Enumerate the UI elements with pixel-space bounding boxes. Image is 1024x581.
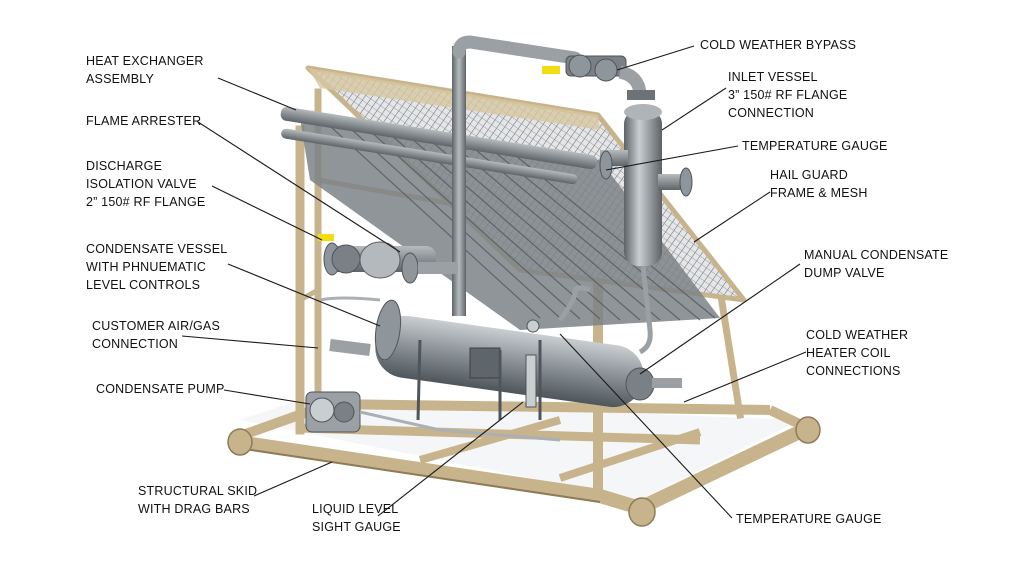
label-flame-arrester: FLAME ARRESTER bbox=[86, 114, 202, 128]
label-manual-dump-valve: MANUAL CONDENSATE DUMP VALVE bbox=[804, 248, 949, 280]
drag-bar bbox=[227, 416, 821, 527]
label-discharge-valve: DISCHARGE ISOLATION VALVE 2” 150# RF FLA… bbox=[86, 159, 206, 209]
label-cold-weather-bypass: COLD WEATHER BYPASS bbox=[700, 38, 857, 52]
label-hail-guard: HAIL GUARD FRAME & MESH bbox=[770, 168, 868, 200]
label-liquid-level: LIQUID LEVEL SIGHT GAUGE bbox=[312, 502, 401, 534]
label-heat-exchanger: HEAT EXCHANGER ASSEMBLY bbox=[86, 54, 204, 86]
label-inlet-vessel: INLET VESSEL 3” 150# RF FLANGE CONNECTIO… bbox=[728, 70, 848, 120]
heat-exchanger bbox=[280, 106, 720, 330]
inlet-vessel bbox=[452, 35, 693, 355]
leader-lines bbox=[181, 45, 807, 519]
label-temperature-gauge-top: TEMPERATURE GAUGE bbox=[742, 139, 888, 153]
condensate-pump bbox=[305, 391, 561, 442]
discharge-valve-handle bbox=[318, 234, 334, 241]
condensate-vessel bbox=[319, 285, 682, 421]
label-condensate-pump: CONDENSATE PUMP bbox=[96, 382, 225, 396]
label-temperature-gauge-bottom: TEMPERATURE GAUGE bbox=[736, 512, 882, 526]
label-structural-skid: STRUCTURAL SKID WITH DRAG BARS bbox=[138, 484, 258, 516]
label-customer-connection: CUSTOMER AIR/GAS CONNECTION bbox=[92, 319, 220, 351]
label-heater-coil: COLD WEATHER HEATER COIL CONNECTIONS bbox=[806, 328, 909, 378]
bypass-valve-handle bbox=[542, 66, 560, 74]
flame-arrester bbox=[359, 241, 401, 279]
label-condensate-vessel: CONDENSATE VESSEL WITH PHNUEMATIC LEVEL … bbox=[86, 242, 228, 292]
